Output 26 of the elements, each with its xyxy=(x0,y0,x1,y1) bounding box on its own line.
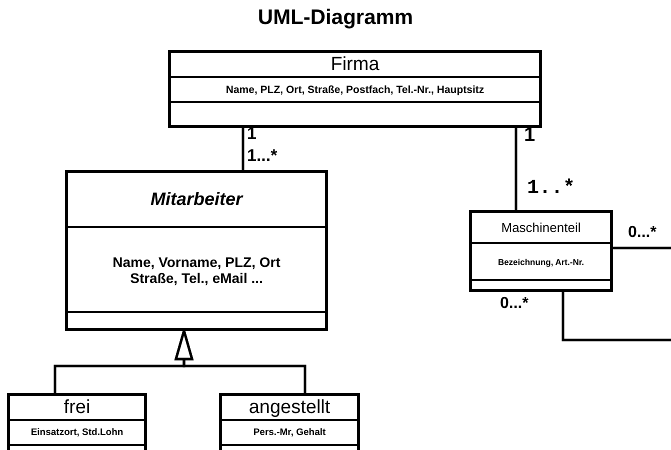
class-name: Mitarbeiter xyxy=(149,189,244,210)
multiplicity-label: 0...* xyxy=(500,295,528,313)
class-box xyxy=(469,210,613,292)
class-box xyxy=(168,50,542,128)
multiplicity-label: 1 xyxy=(524,124,536,147)
class-box xyxy=(65,170,328,331)
attribute-list: Name, Vorname, PLZ, Ort Straße, Tel., eMail ... xyxy=(98,254,296,286)
class-name: Maschinenteil xyxy=(500,220,582,235)
association-line xyxy=(514,128,518,210)
class-name: Firma xyxy=(330,54,380,76)
association-line xyxy=(242,128,244,170)
attribute-list: Einsatzort, Std.Lohn xyxy=(26,427,128,438)
multiplicity-label: 1...* xyxy=(247,146,278,166)
attribute-list: Name, PLZ, Ort, Straße, Postfach, Tel.-Nr., Hauptsitz xyxy=(222,84,488,96)
generalization-arrow xyxy=(174,330,306,393)
association-line xyxy=(562,246,671,342)
diagram-title: UML-Diagramm xyxy=(256,6,414,30)
attribute-list: Pers.-Mr, Gehalt xyxy=(249,427,330,438)
class-name: frei xyxy=(62,396,92,418)
class-name: angestellt xyxy=(248,396,332,418)
multiplicity-label: 1 xyxy=(247,124,256,144)
class-box xyxy=(219,393,360,450)
multiplicity-label: 0...* xyxy=(628,224,656,242)
class-box xyxy=(7,393,147,450)
multiplicity-label: 1..* xyxy=(527,177,576,200)
attribute-list: Bezeichnung, Art.-Nr. xyxy=(494,256,588,266)
